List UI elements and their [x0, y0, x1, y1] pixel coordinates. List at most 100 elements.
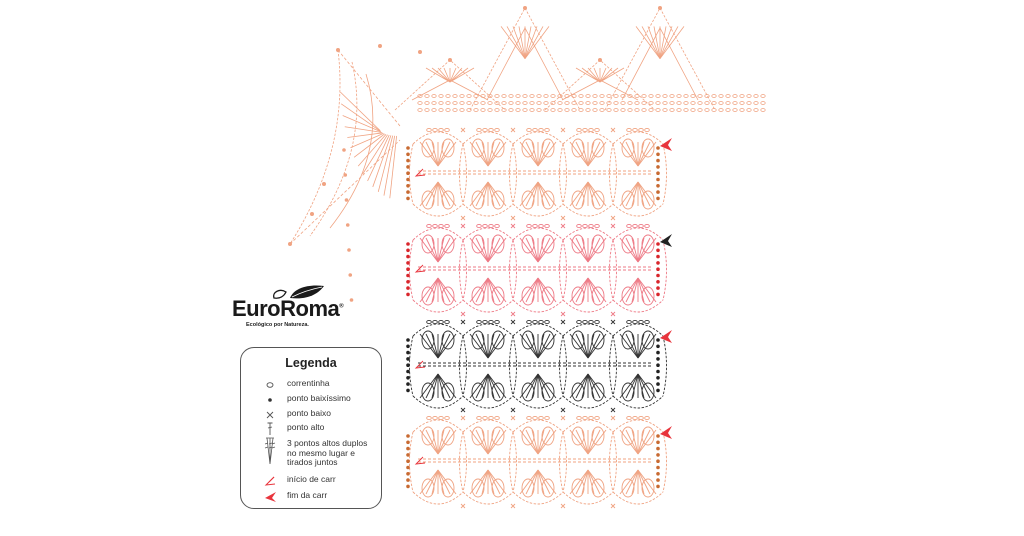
start-marker-icon: [414, 456, 426, 465]
connector-mark: [460, 223, 466, 229]
start-marker-icon: [414, 168, 426, 177]
motif-band: [409, 127, 667, 221]
slip-stitch-dot: [406, 484, 410, 489]
slip-stitch-dot: [656, 242, 660, 246]
motif: [409, 127, 467, 217]
connector-mark: [560, 215, 566, 221]
connector-mark: [610, 407, 616, 413]
slip-stitch-dot: [406, 363, 410, 368]
slip-stitch-dot: [406, 184, 410, 188]
legend-item: início de carr: [241, 474, 381, 488]
motif: [459, 415, 517, 505]
motif-bands: [406, 127, 672, 509]
connector-mark: [510, 407, 516, 413]
motif: [609, 415, 667, 505]
slip-stitch-dot: [406, 453, 410, 457]
connector-mark: [460, 311, 466, 317]
end-marker-icon: [660, 426, 672, 439]
end-marker-icon: [265, 492, 276, 502]
slip-stitch-dot: [656, 146, 660, 150]
slip-stitch-dot: [406, 292, 410, 297]
connector-mark: [560, 127, 566, 133]
slip-stitch-dot: [656, 472, 660, 476]
connector-mark: [460, 503, 466, 509]
end-marker-icon: [660, 330, 672, 343]
motif: [459, 319, 517, 409]
motif: [459, 223, 517, 313]
slip-stitch-dot: [656, 158, 660, 163]
slip-stitch-dot: [406, 350, 410, 355]
connector-mark: [510, 319, 516, 325]
leaf-logo-icon: [273, 285, 324, 299]
connector-mark: [510, 223, 516, 229]
brand-name: EuroRoma®: [232, 296, 344, 321]
legend-title: Legenda: [285, 356, 337, 370]
slip-stitch-icon: [268, 398, 272, 402]
slip-stitch-dot: [406, 190, 410, 194]
slip-stitch-dot: [406, 344, 410, 349]
connector-mark: [560, 311, 566, 317]
slip-stitch-dot: [656, 446, 660, 451]
slip-stitch-dot: [406, 369, 410, 374]
motif: [559, 223, 617, 313]
slip-stitch-dot: [406, 158, 410, 163]
slip-stitch-dot: [406, 273, 410, 278]
connector-mark: [460, 415, 466, 421]
legend-item: correntinha: [241, 378, 381, 392]
slip-stitch-dot: [406, 248, 410, 253]
connector-mark: [510, 215, 516, 221]
slip-stitch-dot: [406, 338, 410, 342]
connector-mark: [460, 127, 466, 133]
slip-stitch-dot: [656, 465, 660, 470]
slip-stitch-dot: [656, 363, 660, 368]
slip-stitch-dot: [656, 190, 660, 194]
slip-stitch-dot: [406, 440, 410, 445]
connector-mark: [460, 319, 466, 325]
motif: [509, 415, 567, 505]
slip-stitch-dot: [656, 261, 660, 265]
slip-stitch-dot: [656, 196, 660, 201]
connector-mark: [610, 127, 616, 133]
slip-stitch-dot: [656, 184, 660, 188]
slip-stitch-dot: [656, 382, 660, 386]
cluster-stitch-icon: [264, 437, 276, 465]
slip-stitch-dot: [406, 357, 410, 361]
slip-stitch-dot: [406, 152, 410, 157]
slip-stitch-dot: [406, 382, 410, 386]
slip-stitch-dot: [656, 478, 660, 482]
legend-item: ponto alto: [241, 422, 381, 436]
motif: [609, 223, 667, 313]
end-marker-icon: [660, 234, 672, 247]
legend-item: ponto baixíssimo: [241, 393, 381, 407]
connector-mark: [610, 415, 616, 421]
slip-stitch-dot: [656, 369, 660, 374]
slip-stitch-dot: [406, 472, 410, 476]
slip-stitch-dot: [656, 388, 660, 393]
slip-stitch-dot: [406, 196, 410, 201]
end-marker-icon: [660, 138, 672, 151]
slip-stitch-dot: [656, 248, 660, 253]
corner-border-pattern: [288, 6, 766, 302]
slip-stitch-dot: [656, 254, 660, 259]
motif: [509, 223, 567, 313]
motif: [409, 415, 467, 505]
connector-mark: [460, 407, 466, 413]
slip-stitch-dot: [406, 267, 410, 272]
legend-item: 3 pontos altos duplos no mesmo lugar e t…: [241, 437, 381, 468]
slip-stitch-dot: [406, 254, 410, 259]
slip-stitch-dot: [406, 146, 410, 150]
slip-stitch-dot: [656, 338, 660, 342]
slip-stitch-dot: [406, 286, 410, 290]
motif: [409, 319, 467, 409]
legend-item: ponto baixo: [241, 408, 381, 422]
start-marker-icon: [414, 264, 426, 273]
legend-item: fim da carr: [241, 490, 381, 504]
motif-band: [409, 223, 667, 317]
connector-mark: [510, 127, 516, 133]
double-crochet-icon: [267, 422, 273, 435]
slip-stitch-dot: [406, 261, 410, 265]
motif: [459, 127, 517, 217]
slip-stitch-dot: [656, 165, 660, 169]
slip-stitch-dot: [406, 171, 410, 175]
motif: [409, 223, 467, 313]
